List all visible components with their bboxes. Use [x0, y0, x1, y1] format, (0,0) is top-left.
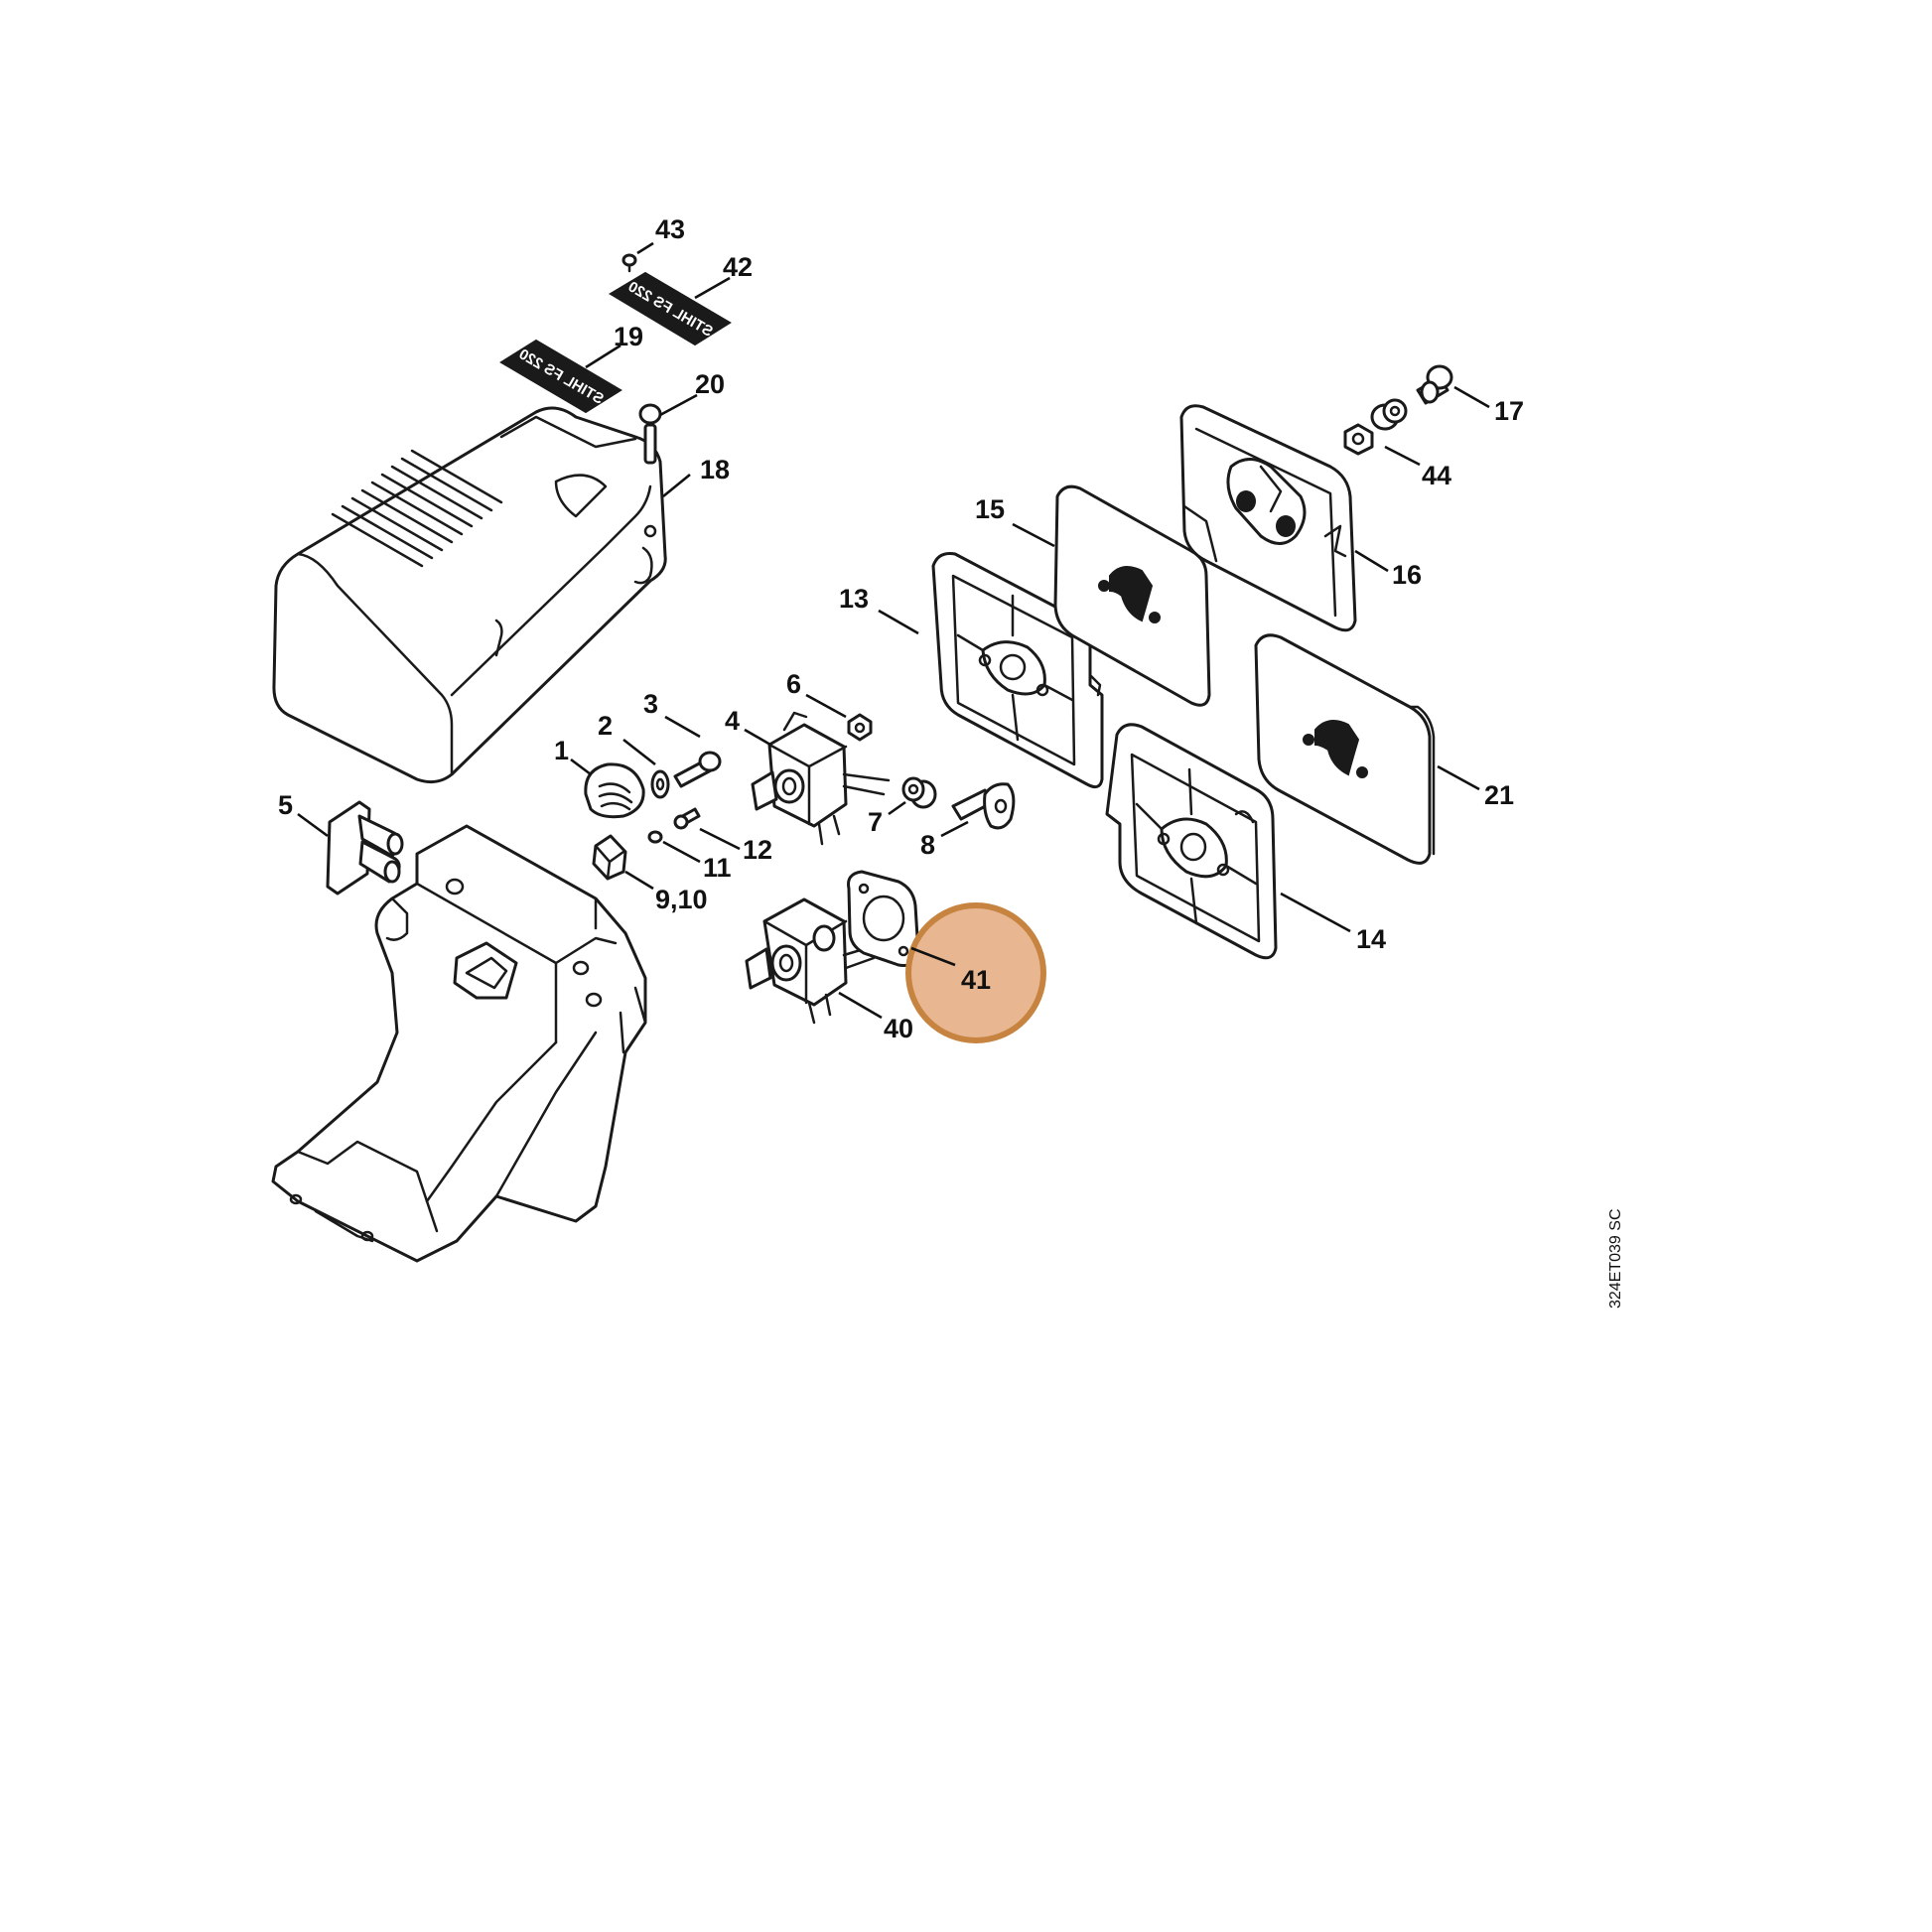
callout-41[interactable]: 41	[961, 965, 991, 995]
part-2-washer[interactable]	[650, 769, 670, 799]
leader-18	[662, 473, 691, 498]
leader-7	[940, 820, 969, 838]
callout-labels: 43 42 19 20 18 17 44 15 16 13 6 3 2 4 1 …	[278, 214, 1524, 1043]
callout-1[interactable]: 1	[554, 736, 569, 765]
part-16-filter-cover[interactable]	[1179, 404, 1357, 632]
leader-43	[636, 241, 654, 255]
part-17-screw[interactable]	[1416, 364, 1453, 405]
leader-12	[699, 827, 741, 851]
callout-7[interactable]: 8	[920, 830, 935, 860]
part-19-nameplate[interactable]: STIHL FS 220	[499, 339, 622, 414]
callout-2[interactable]: 2	[598, 711, 613, 741]
callout-16[interactable]: 16	[1392, 560, 1422, 590]
leader-5	[297, 812, 329, 838]
callout-21[interactable]: 21	[1484, 780, 1514, 810]
leader-40	[838, 991, 883, 1020]
part-7-fitting[interactable]	[951, 782, 1016, 830]
leader-4	[744, 728, 771, 747]
part-44-nut-and-collar[interactable]	[1343, 398, 1408, 456]
callout-5[interactable]: 5	[278, 790, 293, 820]
part-41-gasket[interactable]	[847, 870, 920, 967]
callout-17[interactable]: 17	[1494, 396, 1524, 426]
part-40-carburetor[interactable]	[745, 897, 886, 1025]
part-11-washer[interactable]	[647, 830, 663, 844]
leader-13	[878, 609, 919, 635]
part-5-intake-manifold[interactable]	[326, 800, 404, 896]
callout-19[interactable]: 19	[614, 322, 643, 351]
leader-9-10	[624, 870, 654, 891]
callout-6[interactable]: 6	[786, 669, 801, 699]
leader-19	[585, 344, 621, 369]
part-20-screw[interactable]	[638, 403, 662, 465]
callout-44[interactable]: 44	[1422, 461, 1451, 490]
callout-11[interactable]: 11	[703, 853, 732, 883]
callout-13[interactable]: 13	[839, 584, 869, 614]
callout-20[interactable]: 20	[695, 369, 725, 399]
leader-15	[1012, 522, 1055, 548]
part-6-nut[interactable]	[847, 713, 873, 742]
callout-9-10[interactable]: 9,10	[655, 885, 708, 914]
callout-4[interactable]: 4	[725, 706, 740, 736]
highlight-circle-41	[905, 902, 1046, 1043]
leader-2	[622, 738, 656, 766]
leader-16	[1354, 549, 1389, 573]
callout-3[interactable]: 3	[643, 689, 658, 719]
callout-40[interactable]: 40	[884, 1014, 913, 1043]
leader-lines	[297, 241, 1490, 1020]
part-1-knob[interactable]	[584, 762, 645, 819]
leader-17	[1453, 385, 1490, 409]
leader-42	[694, 276, 731, 300]
leader-44	[1384, 445, 1421, 467]
callout-42[interactable]: 42	[723, 252, 753, 282]
base-housing[interactable]	[271, 824, 647, 1263]
leader-21	[1437, 764, 1480, 791]
callout-8[interactable]: 7	[868, 807, 883, 837]
callout-18[interactable]: 18	[700, 455, 730, 484]
part-15-filter[interactable]	[1053, 484, 1211, 707]
leader-20	[659, 393, 698, 417]
leader-3	[664, 715, 701, 739]
callout-14[interactable]: 14	[1356, 924, 1386, 954]
callout-12[interactable]: 12	[743, 835, 772, 865]
part-9-10-block[interactable]	[592, 834, 627, 881]
part-4-carburetor[interactable]	[751, 711, 891, 846]
leader-41	[910, 946, 956, 967]
part-12-screw[interactable]	[673, 807, 701, 830]
part-18-shroud[interactable]	[272, 406, 667, 784]
part-21-filter[interactable]	[1254, 633, 1436, 865]
leader-14	[1280, 892, 1351, 933]
leader-1	[570, 758, 592, 776]
part-43-rivet[interactable]	[621, 253, 637, 273]
leader-11	[662, 840, 701, 864]
callout-15[interactable]: 15	[975, 494, 1005, 524]
leader-8	[888, 800, 906, 816]
part-8-sleeve[interactable]	[901, 776, 937, 809]
reference-code: 324ET039 SC	[1607, 1208, 1624, 1309]
part-3-screw[interactable]	[673, 751, 722, 788]
leader-6	[805, 693, 847, 719]
part-14-filter-base[interactable]	[1105, 723, 1278, 960]
callout-43[interactable]: 43	[655, 214, 685, 244]
